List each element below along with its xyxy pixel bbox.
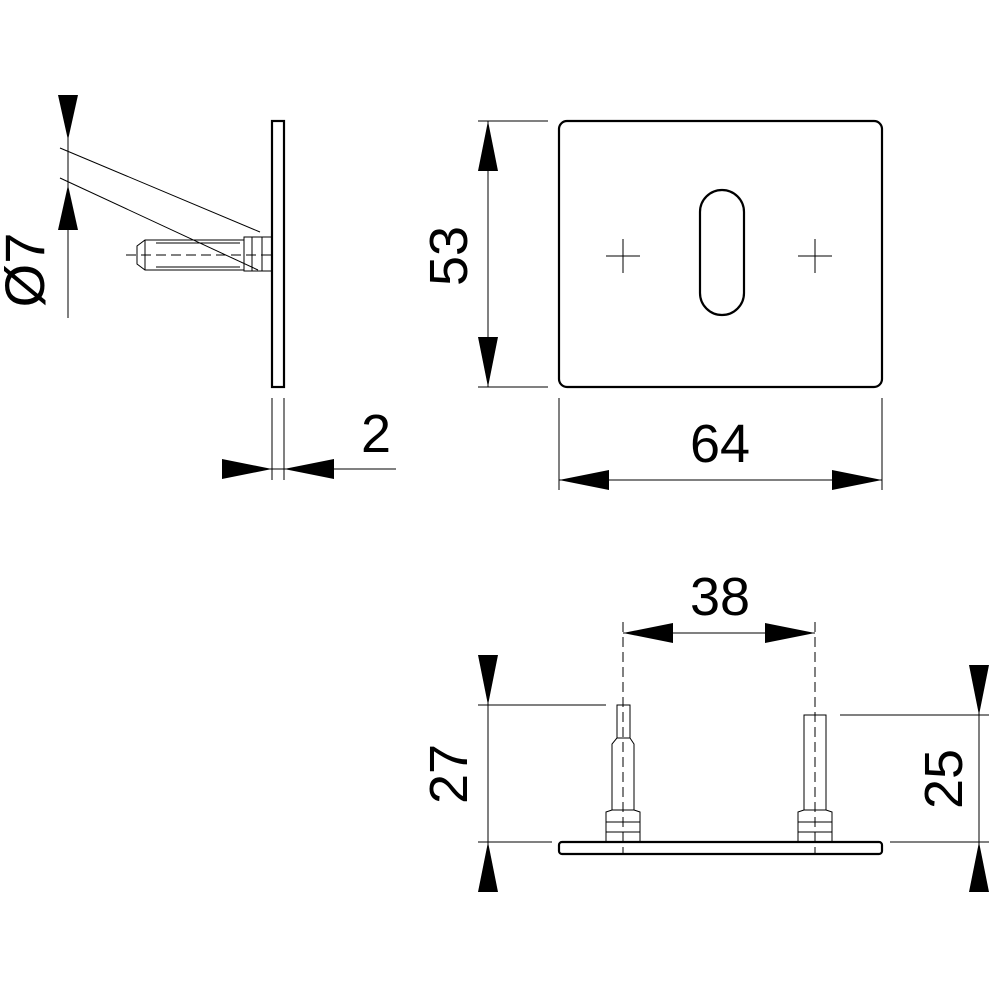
spacing-arrow-right (765, 623, 815, 643)
thickness-arrow-left (222, 459, 272, 479)
height-arrow-top (478, 121, 498, 171)
side-view: Ø7 2 (0, 95, 396, 480)
crosshair-left (606, 239, 640, 273)
bottom-view: 38 27 25 (419, 567, 989, 892)
pin-left-arrow-top (478, 655, 498, 705)
bottom-plate (557, 840, 884, 856)
thickness-arrow-right (284, 459, 334, 479)
diameter-leader-lower (59, 177, 259, 271)
front-plate (557, 119, 884, 389)
pin-right-arrow-bottom (969, 842, 989, 892)
side-pin-shaft (136, 239, 244, 271)
diameter-label: Ø7 (0, 233, 56, 308)
width-arrow-left (559, 470, 609, 490)
pin-left-label: 27 (419, 744, 479, 804)
width-label: 64 (690, 414, 750, 474)
diameter-arrow-top (58, 95, 78, 140)
height-label: 53 (419, 226, 479, 286)
crosshair-right (798, 239, 832, 273)
side-pin-nut (243, 236, 272, 272)
front-view: 53 64 (419, 119, 884, 490)
pin-right-label: 25 (914, 749, 974, 809)
spacing-arrow-left (623, 623, 673, 643)
pin-right-arrow-top (969, 665, 989, 715)
diameter-leader-upper (59, 147, 261, 233)
spacing-label: 38 (690, 567, 750, 627)
pin-left-arrow-bottom (478, 842, 498, 892)
height-arrow-bottom (478, 337, 498, 387)
keyhole-slot (698, 188, 746, 317)
width-arrow-right (832, 470, 882, 490)
diameter-arrow-bottom (58, 185, 78, 230)
thickness-label: 2 (361, 404, 391, 464)
side-plate (270, 119, 286, 389)
